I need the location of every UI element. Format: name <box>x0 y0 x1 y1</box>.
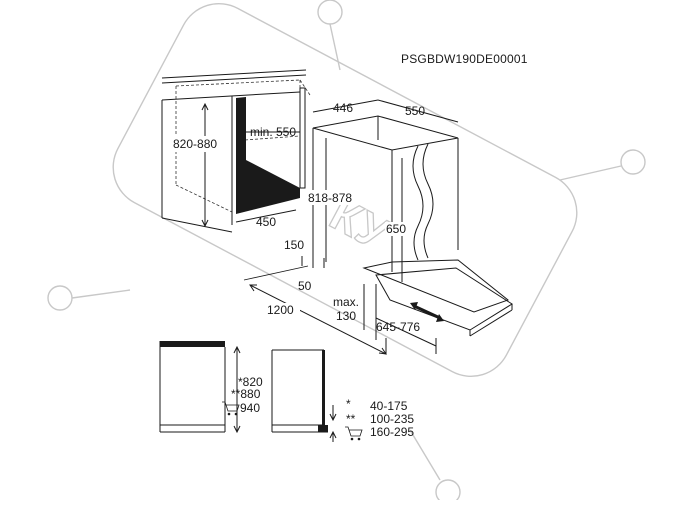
worktop-dash <box>299 79 311 96</box>
arrow-head <box>201 219 209 228</box>
watermark-circle <box>47 285 73 311</box>
shopping-cart-icon <box>222 401 240 416</box>
watermark-line <box>329 23 341 71</box>
niche-edge <box>175 184 233 213</box>
width-dim-line <box>377 99 459 123</box>
dim-150-label: 150 <box>284 238 304 252</box>
arrow-head <box>249 284 257 292</box>
range-1: 40-175 <box>370 399 408 413</box>
watermark-frame <box>112 2 578 378</box>
label-bg <box>264 303 300 317</box>
break-line <box>412 145 424 261</box>
dim-1200-label: 1200 <box>267 303 294 317</box>
document-code: PSGBDW190DE00001 <box>401 52 528 66</box>
side-panel <box>236 97 300 214</box>
width-550-label: 550 <box>405 104 425 118</box>
door-edge <box>469 309 513 337</box>
worktop <box>160 341 225 347</box>
watermark-line <box>71 289 131 299</box>
niche-edge <box>244 135 301 141</box>
worktop-dash <box>175 79 301 87</box>
watermark-line <box>559 165 622 181</box>
mounting-rail <box>299 87 306 189</box>
min-width-label: min. 550 <box>250 125 296 139</box>
width-dim-line <box>312 99 379 113</box>
worktop-line <box>161 74 307 84</box>
slide-arrow <box>413 304 441 320</box>
niche-drawing: 820-880 min. 550 450 <box>161 69 311 233</box>
marker-double: ** <box>346 412 356 426</box>
break-line <box>422 143 434 259</box>
arrow-head <box>233 425 241 434</box>
appliance-height-label: 818-878 <box>308 191 352 205</box>
label-bg <box>170 136 230 152</box>
height-820-label: *820 <box>238 375 263 389</box>
side-elevation: *820 **880 940 <box>159 341 337 442</box>
max-label: max. <box>333 295 359 309</box>
door-range-label: 645-776 <box>376 320 420 334</box>
height-940-label: 940 <box>240 401 260 415</box>
plinth-ranges: * 40-175 ** 100-235 160-295 <box>345 397 414 441</box>
appliance-drawing: 446 550 818-878 650 150 50 1200 max. 130… <box>243 99 513 355</box>
watermark-circle <box>620 149 646 175</box>
niche-bottom <box>161 217 233 233</box>
slide-arrow-head <box>410 302 418 310</box>
label-bg <box>385 222 409 236</box>
watermark-line <box>409 429 441 481</box>
niche-top-front <box>161 91 301 101</box>
arrow-head <box>329 430 337 439</box>
door-thickness <box>322 350 325 425</box>
appliance-top <box>312 115 459 151</box>
depth-dim-line <box>235 209 297 223</box>
range-3: 160-295 <box>370 425 414 439</box>
arrow-head <box>201 102 209 111</box>
watermark-circle <box>317 0 343 25</box>
height-650-label: 650 <box>386 222 406 236</box>
height-880-label: **880 <box>231 387 261 401</box>
door-range-line <box>375 317 437 347</box>
marker-single: * <box>346 397 351 411</box>
arrow-head <box>329 413 337 422</box>
floor-line <box>243 265 309 281</box>
plinth <box>362 259 510 313</box>
slide-arrow-head <box>436 314 444 322</box>
shopping-cart-icon <box>345 426 363 441</box>
door-panel <box>375 267 513 331</box>
arrow-head <box>233 345 241 354</box>
niche-depth-label: 450 <box>256 215 276 229</box>
dim-1200-line <box>249 284 387 355</box>
label-bg <box>306 190 364 205</box>
foot <box>318 425 328 432</box>
width-446-label: 446 <box>333 101 353 115</box>
max-value: 130 <box>336 309 356 323</box>
niche-height-label: 820-880 <box>173 137 217 151</box>
worktop-line <box>161 69 307 79</box>
range-2: 100-235 <box>370 412 414 426</box>
dim-50-label: 50 <box>298 279 312 293</box>
watermark-circle <box>435 479 461 505</box>
